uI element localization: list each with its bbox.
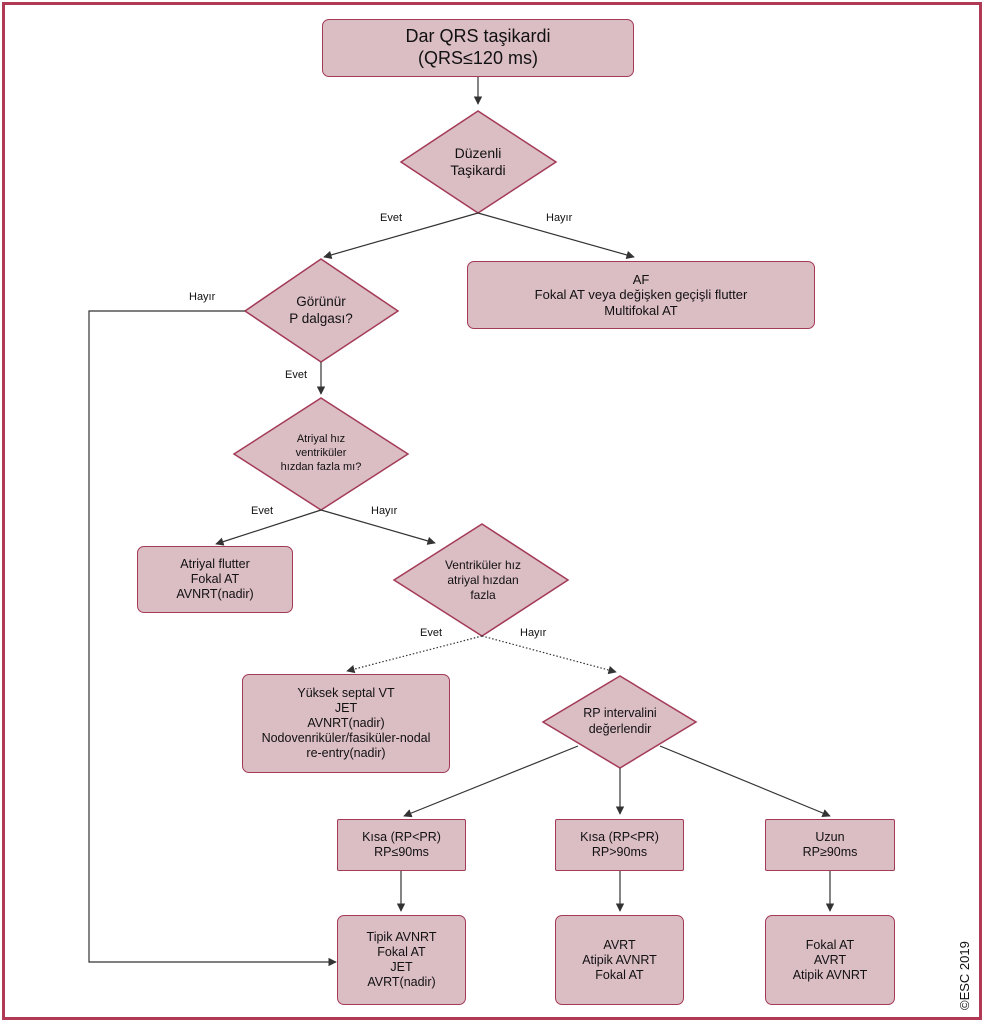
edge-pwave-no [88, 310, 337, 967]
label-regular-yes: Evet [380, 212, 403, 224]
node-short-rp-le90: Kısa (RP<PR)RP≤90ms [337, 819, 466, 871]
edge-regular-no [477, 212, 635, 259]
figure-frame [2, 2, 982, 1020]
edge-atrial-yes [215, 509, 322, 546]
label-pwave-yes: Evet [285, 369, 308, 381]
edge-regular-yes [323, 212, 479, 259]
node-start: Dar QRS taşikardi(QRS≤120 ms) [322, 19, 634, 77]
node-short-rp-gt90: Kısa (RP<PR)RP>90ms [555, 819, 684, 871]
edge-rp-long [659, 745, 831, 818]
label-regular-no: Hayır [546, 212, 573, 224]
edge-atrial-no [320, 509, 436, 545]
copyright-notice: ©ESC 2019 [957, 941, 972, 1010]
edge-vent-no [481, 635, 617, 675]
label-vent-no: Hayır [520, 627, 547, 639]
label-vent-yes: Evet [420, 627, 443, 639]
edge-rp-short1 [403, 745, 579, 818]
label-pwave-no: Hayır [189, 291, 216, 303]
edge-vent-yes [346, 635, 483, 674]
label-atrial-yes: Evet [251, 505, 274, 517]
label-atrial-no: Hayır [371, 505, 398, 517]
